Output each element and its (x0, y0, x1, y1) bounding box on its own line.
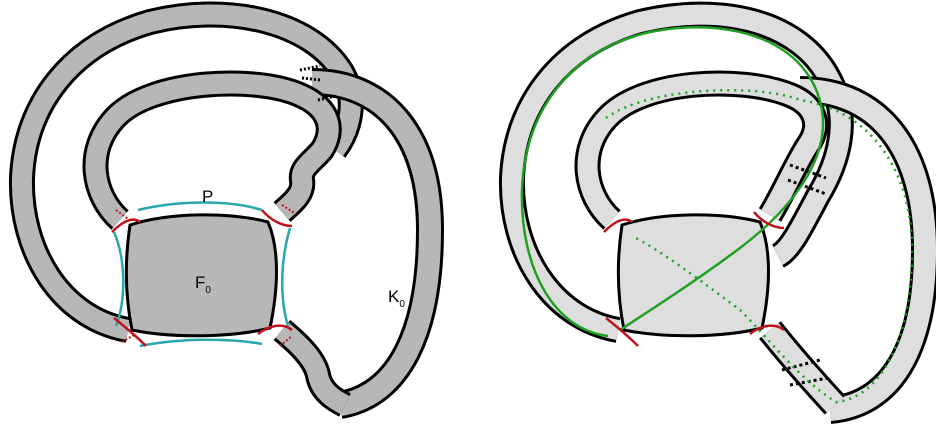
left-red-tr (261, 209, 293, 228)
right-green-solid-curve (520, 26, 825, 338)
right-red-bl (605, 317, 639, 347)
left-red-bl (113, 317, 147, 347)
right-red-br (749, 324, 785, 335)
label-K-main: K (388, 287, 400, 306)
right-outer-band-fill (501, 4, 851, 340)
right-inner-band-fill (577, 73, 826, 228)
left-red-tl-dot (115, 209, 133, 223)
left-red-tr-dot (281, 204, 297, 215)
right-crossing-upper (787, 163, 827, 196)
label-F-sub: 0 (205, 285, 211, 296)
left-arc-left (112, 231, 125, 327)
label-K-sub: 0 (399, 299, 405, 310)
right-red-tr (753, 211, 785, 230)
left-red-tl (111, 218, 141, 233)
label-P: P (202, 187, 213, 206)
right-figure (498, 1, 936, 424)
left-red-bl-dot (121, 333, 137, 343)
left-red-br-dot (279, 335, 293, 347)
left-lower-band-fill (275, 322, 350, 414)
right-green-dotted-curve (605, 88, 914, 404)
left-crossing-top (299, 64, 337, 102)
left-arc-top (137, 201, 263, 212)
label-F: F0 (195, 273, 211, 296)
right-right-band-fill (799, 79, 936, 421)
right-lower-band-fill (761, 323, 844, 413)
left-inner-band-fill (85, 73, 339, 228)
left-right-band-fill (311, 71, 442, 416)
left-red-br (257, 324, 293, 335)
label-K: K0 (388, 287, 405, 310)
right-red-tl (603, 218, 633, 233)
left-arc-bottom (139, 338, 263, 348)
label-F-main: F (195, 273, 205, 292)
left-arc-right (280, 227, 292, 327)
left-figure: P F0 K0 (8, 1, 445, 419)
